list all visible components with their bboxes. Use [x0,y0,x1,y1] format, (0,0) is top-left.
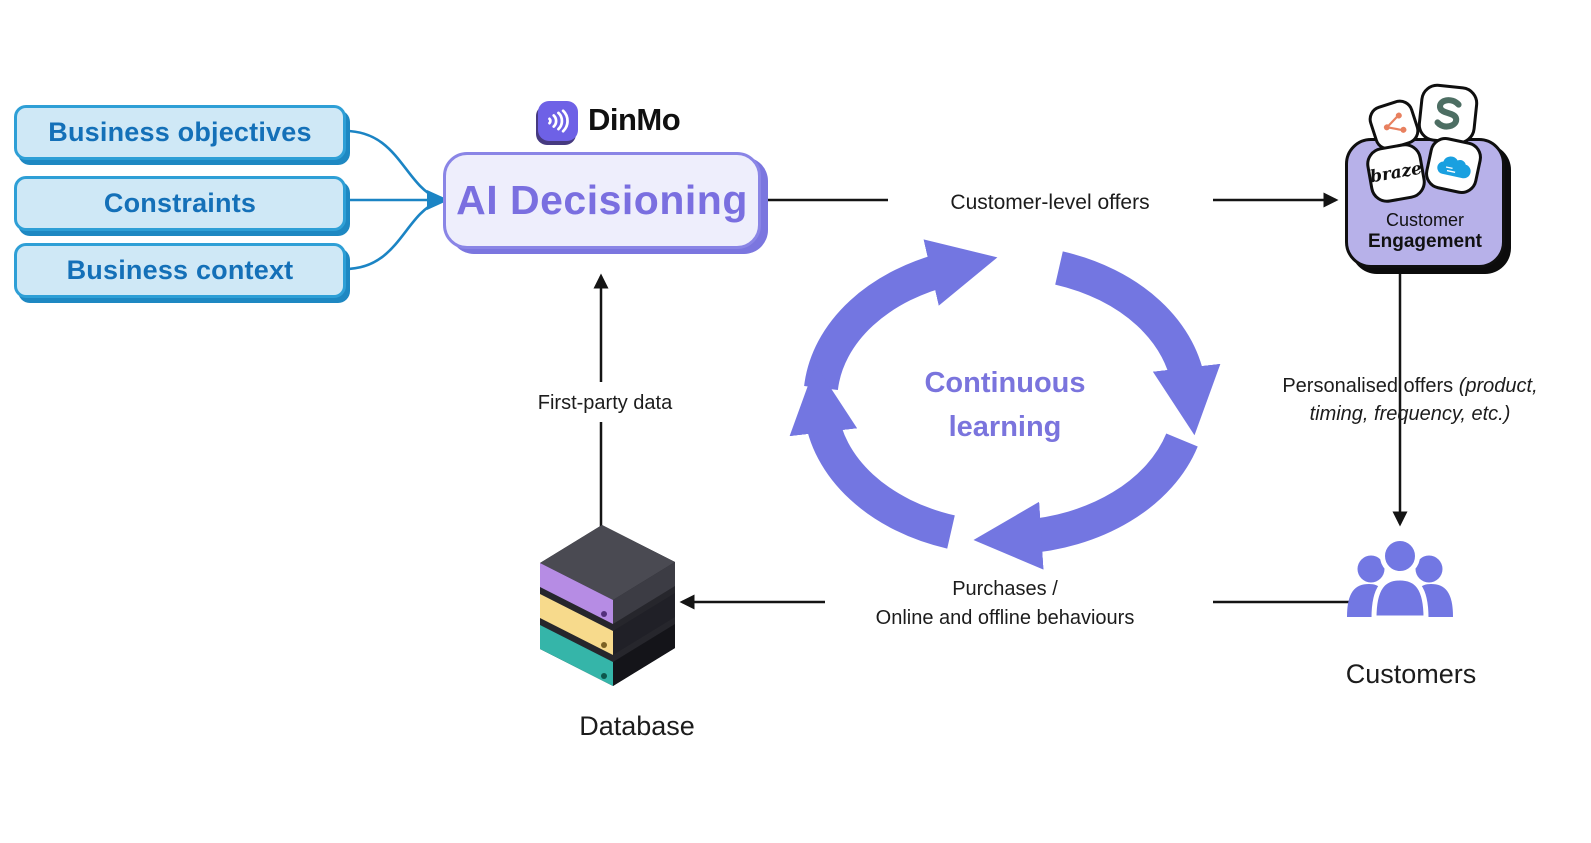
customers-group-icon [1347,536,1453,621]
database-label: Database [579,711,695,741]
input-box-business-context: Business context [14,243,346,298]
flow-arrows [593,192,1408,610]
ai-decisioning-label: AI Decisioning [456,177,748,223]
share-icon [1365,96,1423,154]
braze-wordmark: braze [1368,158,1424,188]
continuous-learning-label: Continuous learning [924,367,1086,443]
continuous-learning-cycle-icon [789,239,1221,570]
input-box-business-objectives: Business objectives [14,105,346,160]
input-label: Constraints [103,188,257,218]
input-label: Business context [66,255,294,285]
s-loop-icon [1416,82,1480,146]
customer-engagement-label: Customer Engagement [1367,210,1483,252]
customer-level-offers-label: Customer-level offers [950,191,1150,214]
soundwave-glyph [548,109,569,133]
dinmo-soundwave-icon [538,101,578,141]
input-label: Business objectives [48,117,312,147]
input-box-constraints: Constraints [14,176,346,231]
braze-icon: braze [1363,140,1429,206]
salesforce-cloud-icon [1422,134,1485,197]
dinmo-wordmark: DinMo [588,102,681,137]
customers-label: Customers [1345,659,1477,689]
input-connectors [344,129,438,271]
database-icon [540,525,675,686]
first-party-data-label: First-party data [537,392,673,414]
input-arrowhead-icon [427,190,449,210]
ai-decisioning-box: AI Decisioning [443,152,761,249]
personalised-offers-label: Personalised offers (product, timing, fr… [1282,375,1538,425]
purchases-behaviours-label: Purchases / Online and offline behaviour… [875,578,1135,629]
